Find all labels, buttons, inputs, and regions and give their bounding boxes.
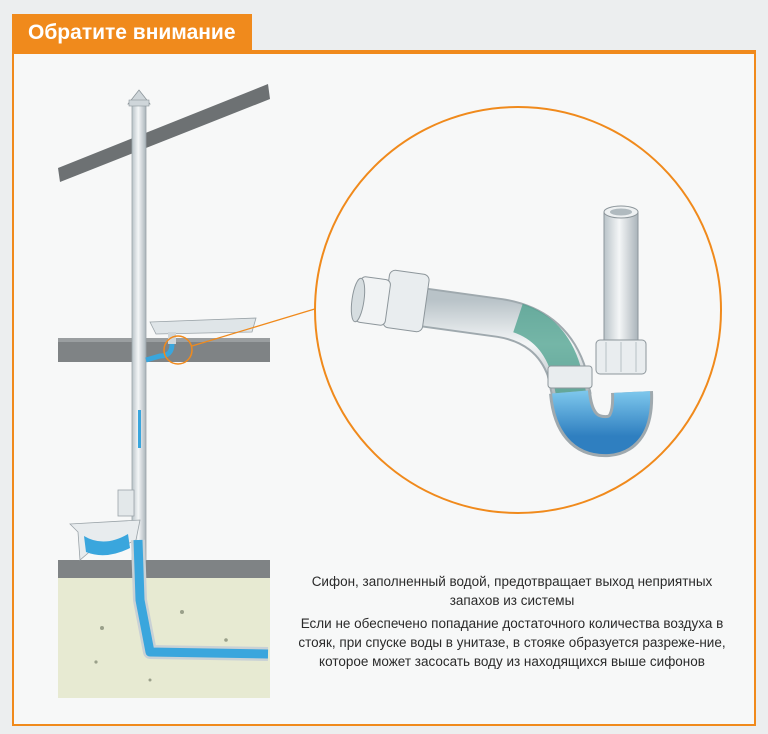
zoom-connector xyxy=(191,307,319,347)
vent-riser xyxy=(127,89,151,561)
upper-sink xyxy=(145,317,257,365)
toilet xyxy=(69,489,141,561)
roof-beam xyxy=(58,84,270,182)
caption-paragraph-2: Если не обеспечено попадание достаточног… xyxy=(298,616,726,669)
section-title: Обратите внимание xyxy=(12,14,252,52)
drain-pipe xyxy=(131,539,269,661)
siphon-trap xyxy=(350,205,654,457)
caption-paragraph-1: Сифон, заполненный водой, предотвращает … xyxy=(311,574,713,608)
zoom-lens xyxy=(314,106,722,514)
ground xyxy=(58,560,270,698)
caption-block: Сифон, заполненный водой, предотвращает … xyxy=(292,572,732,675)
header-rule xyxy=(12,50,756,54)
